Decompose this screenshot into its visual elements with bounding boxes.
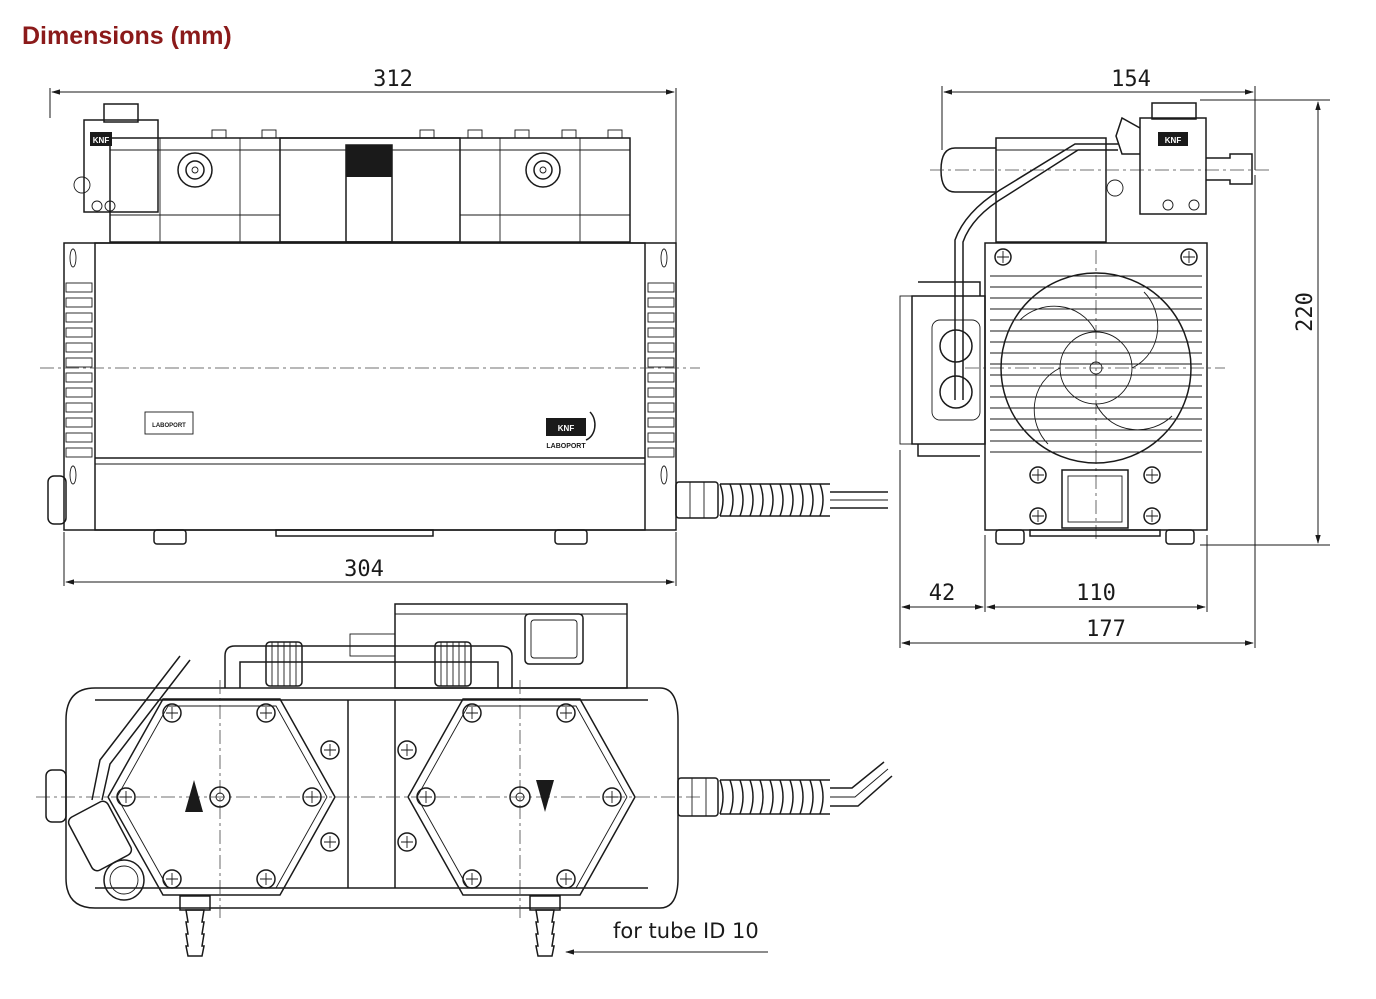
fan-grille	[990, 272, 1202, 464]
tube-note-text: for tube ID 10	[613, 919, 759, 943]
flow-arrow-down	[536, 780, 554, 812]
screws-side	[994, 248, 1198, 525]
center-screws	[320, 740, 417, 852]
dim-label-110: 110	[1076, 581, 1116, 606]
knf-logo-sub: LABOPORT	[546, 443, 586, 450]
hose-barb-left	[179, 895, 211, 957]
knf-logo: KNF LABOPORT	[546, 411, 596, 450]
power-switch	[1061, 469, 1129, 529]
cooling-fins-right	[647, 248, 675, 485]
valve-logo: KNF	[93, 136, 110, 145]
port-fitting-right	[525, 152, 561, 188]
dimension-312: 312	[49, 67, 677, 245]
dimension-110: 110	[986, 535, 1208, 612]
power-cable-front	[675, 481, 888, 519]
laboport-logo-left: LABOPORT	[144, 411, 194, 435]
side-view: 154 220 KNF	[899, 67, 1330, 648]
pump-head-front: KNF	[73, 103, 631, 243]
power-cable-top	[677, 761, 893, 817]
foot-right	[554, 529, 588, 545]
pump-head-left	[107, 698, 336, 896]
coupling-left	[265, 641, 303, 687]
valve-side-logo: KNF	[1165, 136, 1182, 145]
dim-label-312: 312	[373, 67, 413, 92]
side-box	[899, 281, 986, 457]
front-view: 312	[40, 67, 888, 586]
laboport-logo-left-text: LABOPORT	[152, 423, 186, 429]
dim-label-154: 154	[1111, 67, 1151, 92]
foot-left	[153, 529, 187, 545]
page-title: Dimensions (mm)	[22, 22, 232, 50]
housing-top	[65, 687, 679, 909]
dimension-154: 154	[941, 67, 1256, 170]
top-view: for tube ID 10	[36, 603, 893, 957]
dimension-220: 220	[1200, 99, 1330, 546]
dimension-304: 304	[63, 532, 677, 586]
tube-note: for tube ID 10	[565, 919, 768, 955]
dimension-177: 177	[901, 175, 1256, 648]
dimension-42: 42	[899, 450, 986, 648]
valve-top	[67, 800, 145, 901]
knf-logo-text: KNF	[558, 424, 575, 433]
coupling-right	[434, 641, 472, 687]
flow-arrow-up	[185, 780, 203, 812]
dim-label-304: 304	[344, 557, 384, 582]
port-fitting-left	[177, 152, 213, 188]
pump-head-right	[407, 698, 636, 896]
hose-barb-right	[529, 895, 561, 957]
dim-label-220: 220	[1293, 292, 1318, 332]
dim-label-42: 42	[929, 581, 956, 606]
dim-label-177: 177	[1086, 617, 1126, 642]
motor-housing-front: LABOPORT KNF LABOPORT	[40, 242, 700, 545]
valve-side: KNF	[1106, 102, 1253, 215]
valve-left: KNF	[73, 103, 159, 213]
cooling-fins-left	[65, 248, 93, 485]
